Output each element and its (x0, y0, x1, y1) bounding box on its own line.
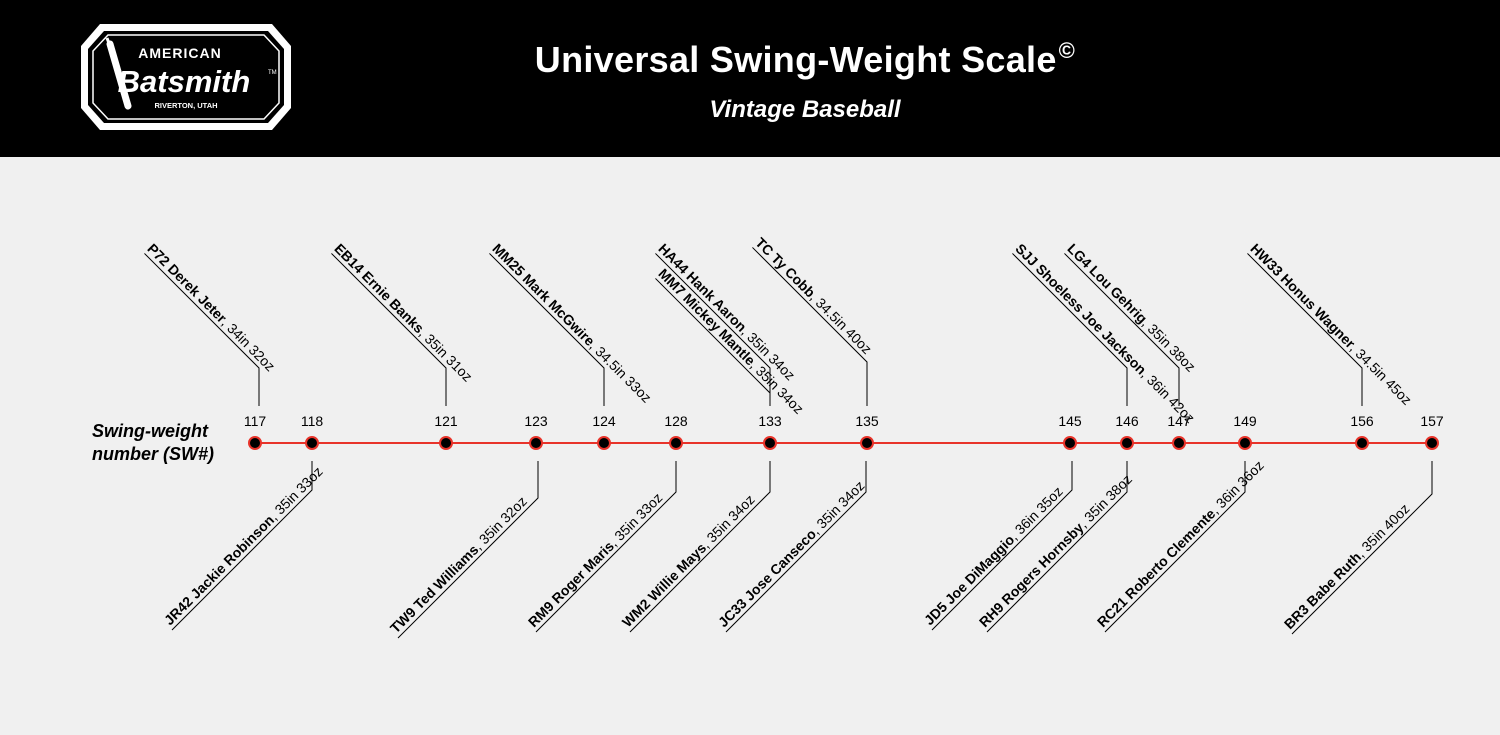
player-spec: , 34.5in 33oz (587, 338, 655, 406)
player-spec: , 34.5in 40oz (807, 289, 875, 357)
logo-bottom-text: RIVERTON, UTAH (154, 101, 217, 110)
sw-number-label: 118 (301, 413, 324, 429)
batsmith-logo: AMERICAN Batsmith TM RIVERTON, UTAH (80, 22, 292, 132)
scale-node (1063, 436, 1077, 450)
leader-line (397, 461, 539, 639)
leader-line (1247, 253, 1363, 406)
sw-number-label: 117 (244, 413, 267, 429)
player-spec: , 35in 33oz (606, 490, 666, 550)
logo-badge-icon: AMERICAN Batsmith TM RIVERTON, UTAH (81, 24, 291, 130)
player-spec: , 34in 32oz (219, 315, 279, 375)
sw-number-label: 133 (758, 413, 782, 429)
leader-line (171, 461, 313, 631)
leader-line (1104, 461, 1246, 633)
leader-line (1064, 253, 1180, 406)
leader-line (1012, 253, 1128, 406)
axis-label-line1: Swing-weight (92, 421, 208, 441)
player-name: TC Ty Cobb (752, 234, 818, 300)
player-label: HW33 Honus Wagner, 34.5in 45oz (1247, 240, 1415, 408)
leader-line (725, 461, 867, 633)
player-spec: , 35in 40oz (1353, 500, 1413, 560)
player-label: TW9 Ted Williams, 35in 32oz (387, 493, 530, 636)
player-name: HW33 Honus Wagner (1247, 240, 1358, 351)
player-name: JR42 Jackie Robinson (161, 512, 277, 628)
scale-node (1120, 436, 1134, 450)
scale-node (860, 436, 874, 450)
leader-line (752, 247, 868, 406)
scale-node (669, 436, 683, 450)
scale-node (248, 436, 262, 450)
leader-line (144, 253, 260, 406)
player-name: RM9 Roger Maris (525, 538, 617, 630)
swing-weight-diagram: 117 118 121 123 124 128 133 135 145 146 147 149 156 1… (144, 234, 1444, 639)
sw-number-label: 135 (855, 413, 879, 429)
player-spec: , 36in 35oz (1006, 483, 1066, 543)
leader-line (535, 461, 677, 633)
sw-number-label: 123 (524, 413, 548, 429)
player-label: EB14 Ernie Banks, 35in 31oz (331, 240, 475, 384)
player-name: EB14 Ernie Banks (331, 240, 427, 336)
scale-node (439, 436, 453, 450)
player-name: P72 Derek Jeter (144, 240, 230, 326)
player-spec: , 36in 36oz (1207, 457, 1267, 517)
player-label: MM25 Mark McGwire, 34.5in 33oz (489, 240, 654, 405)
player-label: BR3 Babe Ruth, 35in 40oz (1281, 500, 1413, 632)
leader-line (931, 461, 1073, 631)
player-spec: , 35in 34oz (698, 491, 758, 551)
sw-number-label: 146 (1115, 413, 1139, 429)
player-spec: , 35in 32oz (470, 493, 530, 553)
scale-node (529, 436, 543, 450)
sw-number-label: 156 (1350, 413, 1374, 429)
scale-node (597, 436, 611, 450)
sw-number-label: 157 (1420, 413, 1444, 429)
scale-node (1425, 436, 1439, 450)
logo-main-text: Batsmith (118, 64, 251, 99)
scale-node (1238, 436, 1252, 450)
sw-number-label: 145 (1058, 413, 1082, 429)
axis-label-line2: number (SW#) (92, 444, 215, 464)
sw-number-label: 124 (592, 413, 616, 429)
leader-line (1291, 461, 1433, 635)
player-name: RH9 Rogers Hornsby (976, 519, 1087, 630)
sw-number-label: 147 (1167, 413, 1191, 429)
leader-line (629, 461, 771, 633)
player-name: MM25 Mark McGwire (489, 240, 598, 349)
leader-line (655, 253, 771, 406)
player-name: WM2 Willie Mays (619, 540, 710, 631)
player-label: SJJ Shoeless Joe Jackson, 36in 42oz (1012, 240, 1198, 426)
leader-line (331, 253, 447, 406)
player-spec: , 35in 34oz (808, 477, 868, 537)
copyright-mark: © (1058, 38, 1076, 63)
player-name: JC33 Jose Canseco (715, 526, 819, 630)
player-label: MM7 Mickey Mantle, 35in 34oz (655, 265, 807, 417)
logo-top-text: AMERICAN (138, 45, 221, 61)
player-label: P72 Derek Jeter, 34in 32oz (144, 240, 278, 374)
sw-number-label: 128 (664, 413, 688, 429)
player-label: TC Ty Cobb, 34.5in 40oz (752, 234, 875, 357)
player-name: TW9 Ted Williams (387, 541, 482, 636)
logo-trademark: TM (268, 70, 277, 76)
scale-node (1355, 436, 1369, 450)
leader-line (489, 253, 605, 406)
sw-number-label: 121 (434, 413, 458, 429)
leader-line (986, 461, 1128, 633)
player-spec: , 35in 33oz (266, 463, 326, 523)
player-spec: , 35in 38oz (1075, 471, 1135, 531)
player-label: JR42 Jackie Robinson, 35in 33oz (161, 463, 326, 628)
page-subtitle: Vintage Baseball (709, 96, 901, 123)
player-name: RC21 Roberto Clemente (1094, 505, 1219, 630)
player-spec: , 34.5in 45oz (1347, 340, 1415, 408)
page-title: Universal Swing-Weight Scale© (534, 38, 1076, 80)
scale-node (305, 436, 319, 450)
axis-label: Swing-weight number (SW#) (92, 420, 214, 466)
sw-number-label: 149 (1233, 413, 1257, 429)
header-banner: AMERICAN Batsmith TM RIVERTON, UTAH Univ… (0, 0, 1500, 157)
player-name: BR3 Babe Ruth (1281, 549, 1364, 632)
scale-node (763, 436, 777, 450)
scale-node (1172, 436, 1186, 450)
